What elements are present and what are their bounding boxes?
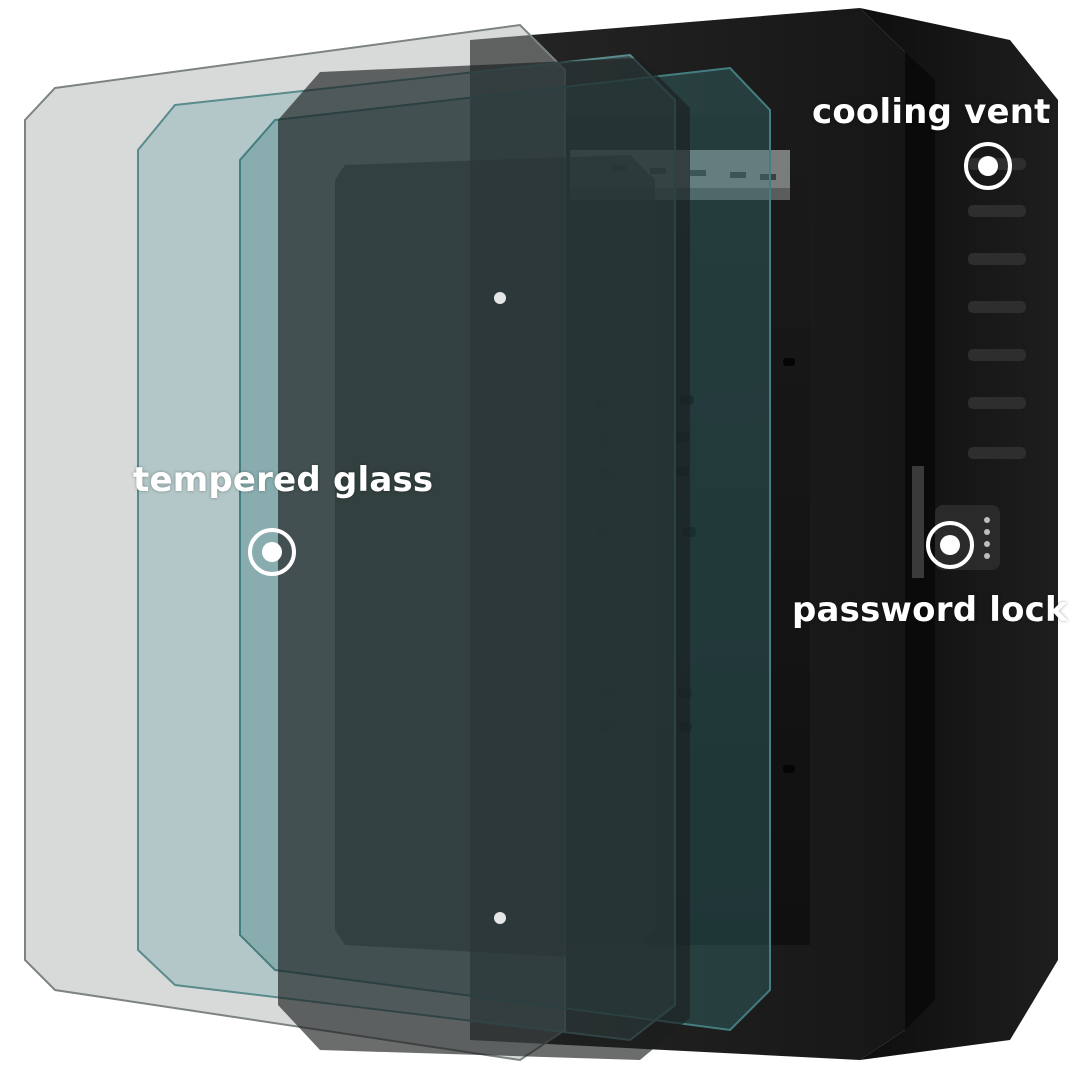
tempered-glass-panels	[24, 23, 771, 1062]
target-marker-icon	[926, 521, 974, 569]
target-marker-icon	[248, 528, 296, 576]
callout-label-password-lock: password lock	[792, 590, 1068, 630]
callout-label-tempered-glass: tempered glass	[133, 460, 434, 500]
callout-label-cooling-vent: cooling vent	[812, 92, 1051, 132]
target-marker-icon	[964, 142, 1012, 190]
